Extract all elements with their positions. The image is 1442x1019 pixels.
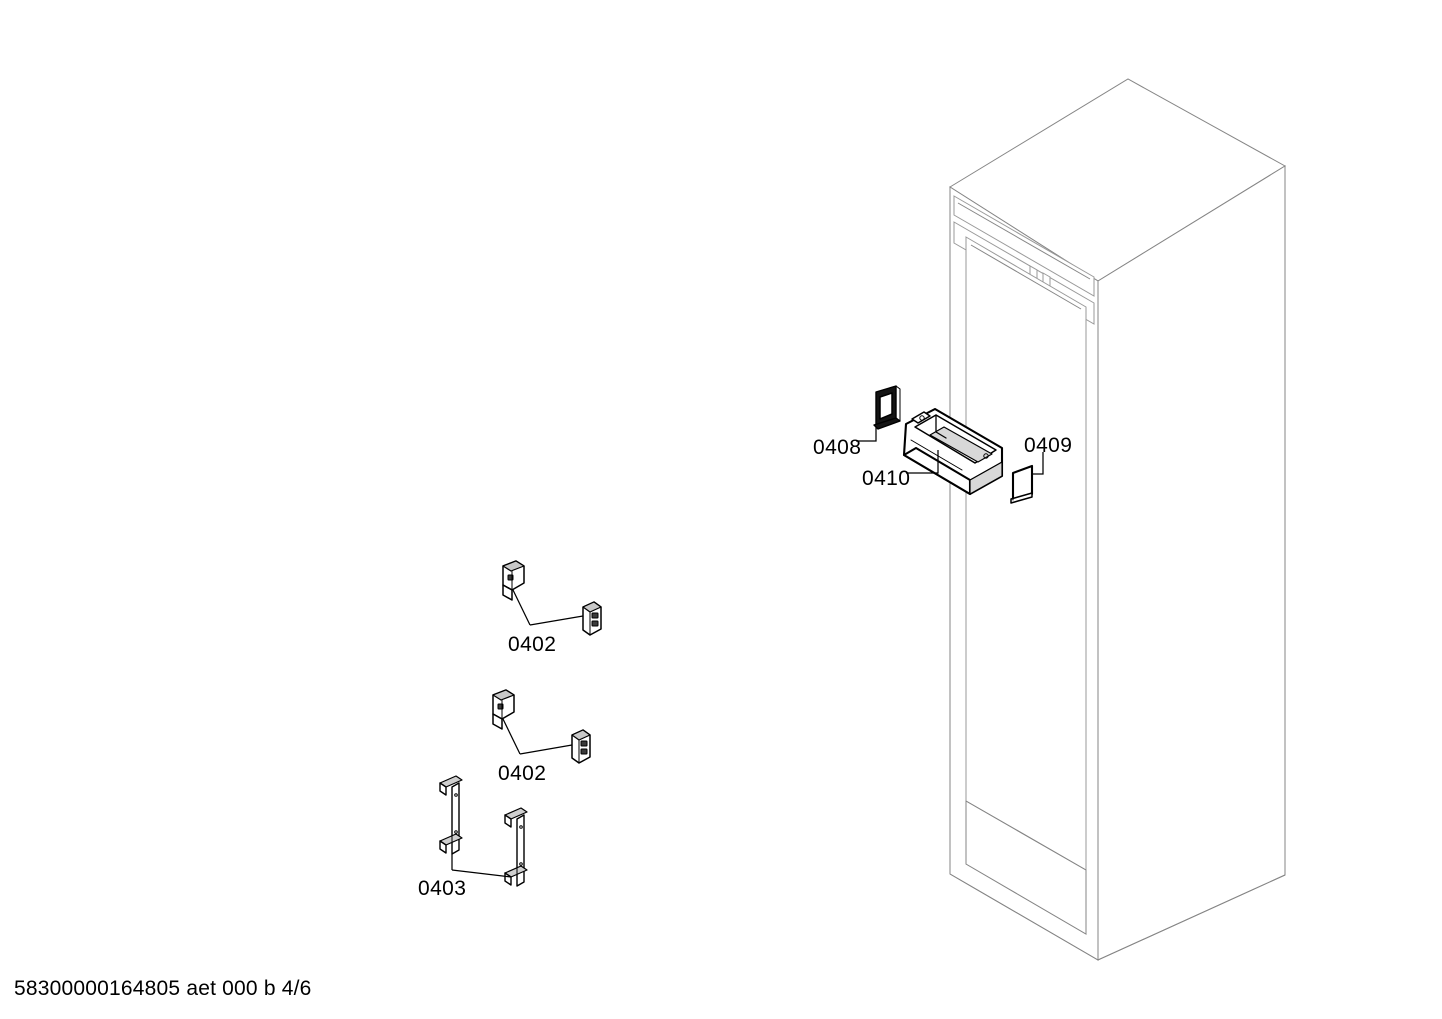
bin-side-ridge [910, 439, 963, 471]
end-cap-window [879, 392, 893, 420]
clip-u-left-skirt [502, 584, 513, 601]
callout-label-0409: 0409 [1024, 434, 1073, 457]
document-reference-footer: 58300000164805 aet 000 b 4/6 [14, 977, 312, 1000]
clip-u-right-slot-bottom [591, 620, 599, 627]
leader-0402-lower-right [519, 744, 573, 755]
bracket-right-top-arm [504, 814, 512, 828]
part-0409-bin-divider-flap [1010, 464, 1034, 504]
clip-l-right-top-tab [571, 729, 591, 741]
cabinet-bottom-edges [949, 873, 1286, 961]
bin-internal-divider [935, 414, 947, 439]
cabinet-interior-floor-back-edge [965, 800, 1087, 871]
part-0403-bracket-left [439, 775, 463, 855]
bin-left-boss [919, 415, 925, 421]
callout-label-0408: 0408 [813, 436, 862, 459]
leader-0409 [1032, 452, 1044, 475]
clip-l-left-skirt [492, 713, 503, 730]
leader-0402-upper-left [512, 589, 531, 626]
clip-u-left-top-tab [502, 560, 525, 572]
bin-right-bevel [969, 447, 1003, 481]
bin-right-boss [983, 453, 989, 459]
clip-u-right-top-tab [582, 601, 602, 613]
callout-label-0402-upper: 0402 [508, 633, 557, 656]
cabinet-right-side-face [1097, 165, 1286, 961]
part-0402-lower-clip-right [571, 729, 591, 764]
clip-l-left-top-tab [492, 689, 515, 701]
bracket-right-hole-bottom [519, 862, 523, 866]
bracket-left-bottom-arm [439, 840, 447, 854]
bracket-left-top-arm [439, 782, 447, 796]
leader-0402-lower-left [502, 718, 521, 755]
bracket-left-hole-top [454, 793, 458, 797]
leader-0403-right [451, 869, 512, 878]
leader-0402-upper-right [529, 615, 584, 626]
part-0410-door-bin-tray [902, 407, 1004, 496]
bracket-left-hole-bottom [454, 830, 458, 834]
cabinet-door-panel-edge [970, 244, 1082, 310]
leader-0408 [856, 427, 877, 442]
bin-left-mounting-tab [911, 411, 931, 424]
end-cap-thickness-edge [895, 385, 901, 422]
divider-flap-bottom-lip [1010, 492, 1033, 504]
part-0402-upper-clip-left [502, 560, 525, 601]
bracket-right-hole-top [519, 825, 523, 829]
part-0402-lower-clip-left [492, 689, 515, 730]
clip-l-right-slot-bottom [580, 748, 588, 755]
bin-cavity-floor [929, 426, 993, 463]
clip-u-right-slot-top [591, 612, 599, 619]
callout-label-0402-lower: 0402 [498, 762, 547, 785]
cabinet-vent-strip-inner-line [957, 202, 1091, 280]
refrigerator-cabinet [949, 78, 1286, 961]
part-0403-bracket-right [504, 807, 528, 887]
clip-l-right-slot-top [580, 740, 588, 747]
part-0408-bin-end-cap [873, 385, 901, 430]
callout-label-0403: 0403 [418, 877, 467, 900]
leader-0410 [906, 450, 939, 474]
part-0402-upper-clip-right [582, 601, 602, 636]
callout-label-0410: 0410 [862, 467, 911, 490]
